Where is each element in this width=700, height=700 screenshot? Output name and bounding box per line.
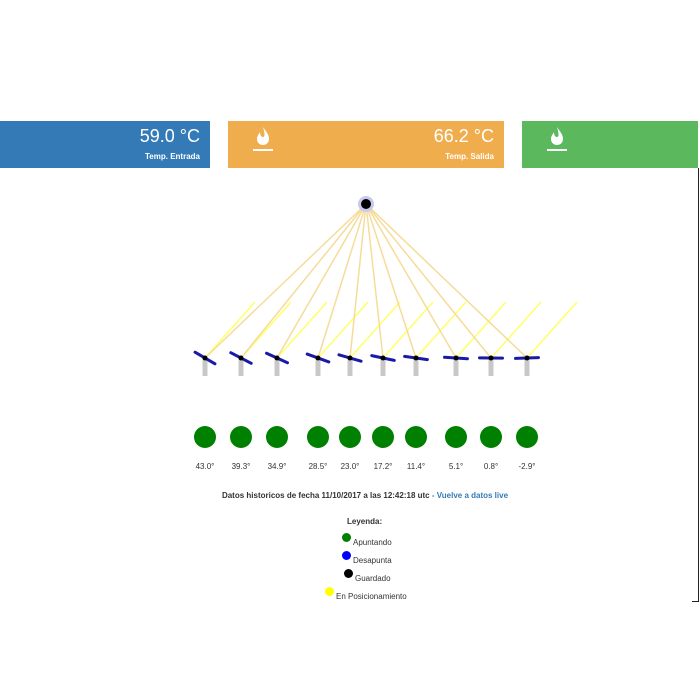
heliostat-angle-label: -2.9° — [518, 462, 536, 471]
reflected-ray — [365, 203, 417, 359]
heliostat-post — [524, 358, 530, 376]
incident-ray — [317, 301, 369, 359]
incident-ray — [382, 301, 434, 359]
reflected-ray — [365, 203, 457, 359]
heliostat-status-dot — [230, 426, 252, 448]
reflected-ray — [204, 203, 367, 359]
historic-data-text: Datos historicos de fecha 11/10/2017 a l… — [221, 491, 430, 500]
reflected-ray — [365, 203, 492, 359]
heliostat-pivot — [413, 355, 419, 361]
heliostat-status-dot — [339, 426, 361, 448]
inlet-temperature-label: Temp. Entrada — [145, 152, 200, 161]
panel-border-right — [698, 168, 699, 602]
incident-ray — [349, 301, 401, 359]
heliostat-pivot — [524, 355, 530, 361]
incident-ray — [526, 301, 578, 359]
heliostat-angle-label: 34.9° — [267, 462, 287, 471]
inlet-temperature-value: 59.0 °C — [139, 126, 200, 146]
caption-separator: - — [429, 491, 437, 500]
outlet-temperature-label: Temp. Salida — [445, 152, 494, 161]
legend-label: Apuntando — [353, 538, 392, 547]
heliostat-angle-label: 17.2° — [373, 462, 393, 471]
heliostat-pivot — [347, 355, 353, 361]
heliostat-status-dot — [445, 426, 467, 448]
heliostat-status-dot — [480, 426, 502, 448]
fire-icon — [547, 127, 567, 151]
incident-ray — [490, 301, 542, 359]
legend-title: Leyenda: — [347, 517, 383, 526]
legend-label: En Posicionamiento — [336, 592, 407, 601]
legend-swatch — [342, 551, 351, 560]
inlet-temperature-card: 59.0 °C Temp. Entrada — [0, 121, 210, 168]
heliostat-angle-label: 39.3° — [231, 462, 251, 471]
heliostat-post — [380, 358, 386, 376]
legend-swatch — [325, 587, 334, 596]
heliostat-pivot — [453, 355, 459, 361]
outlet-temperature-value: 66.2 °C — [433, 126, 494, 146]
legend-label: Guardado — [355, 574, 391, 583]
heliostat-post — [488, 358, 494, 376]
heliostat-angle-label: 5.1° — [448, 462, 464, 471]
incident-ray — [276, 301, 328, 359]
reflected-ray — [240, 203, 367, 359]
heliostat-post — [347, 358, 353, 376]
heliostat-angle-label: 0.8° — [483, 462, 499, 471]
incident-ray — [204, 301, 256, 359]
heliostat-pivot — [238, 355, 244, 361]
reflected-ray — [349, 203, 367, 359]
incident-ray — [455, 301, 507, 359]
heliostat-pivot — [274, 355, 280, 361]
heliostat-pivot — [315, 355, 321, 361]
heliostat-angle-label: 11.4° — [406, 462, 426, 471]
incident-ray — [415, 301, 467, 359]
heliostat-post — [413, 358, 419, 376]
heliostat-angle-label: 43.0° — [195, 462, 215, 471]
heliostat-status-dot — [405, 426, 427, 448]
legend-swatch — [342, 533, 351, 542]
heliostat-post — [202, 358, 208, 376]
heliostat-status-dot — [372, 426, 394, 448]
heliostat-post — [315, 358, 321, 376]
legend-label: Desapunta — [353, 556, 392, 565]
heliostat-post — [238, 358, 244, 376]
fire-icon — [253, 127, 273, 151]
heliostat-pivot — [380, 355, 386, 361]
reflected-ray — [365, 203, 384, 359]
heliostat-angle-label: 23.0° — [340, 462, 360, 471]
reflected-ray — [276, 203, 367, 359]
heliostat-status-dot — [266, 426, 288, 448]
status-card — [522, 121, 698, 168]
historic-data-caption: Datos historicos de fecha 11/10/2017 a l… — [0, 491, 700, 500]
live-data-link[interactable]: Vuelve a datos live — [436, 491, 509, 500]
heliostat-status-dot — [516, 426, 538, 448]
reflected-ray — [365, 203, 528, 359]
absorber-dot — [361, 199, 371, 209]
heliostat-post — [274, 358, 280, 376]
reflected-ray — [317, 203, 367, 359]
heliostat-angle-label: 28.5° — [308, 462, 328, 471]
heliostat-status-dot — [194, 426, 216, 448]
heliostat-post — [453, 358, 459, 376]
outlet-temperature-card: 66.2 °C Temp. Salida — [228, 121, 504, 168]
heliostat-status-dot — [307, 426, 329, 448]
heliostat-pivot — [488, 355, 494, 361]
panel-border-bottom — [692, 601, 699, 602]
legend-swatch — [344, 569, 353, 578]
heliostat-pivot — [202, 355, 208, 361]
